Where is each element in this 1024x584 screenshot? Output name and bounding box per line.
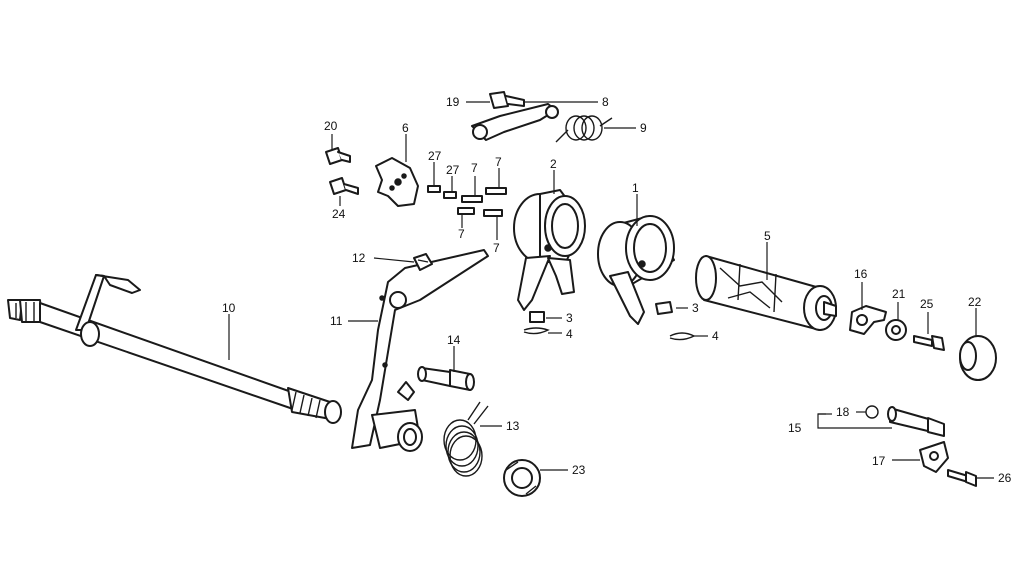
callout-3b: 3 — [692, 301, 699, 315]
callout-15: 15 — [788, 421, 802, 435]
part-16-plate — [849, 305, 887, 335]
callout-labels: 1 2 3 3 4 4 5 6 7 7 7 7 8 9 10 11 12 13 … — [222, 95, 1012, 485]
callout-4a: 4 — [566, 327, 573, 341]
callout-24: 24 — [332, 207, 346, 221]
part-8-stopper-arm — [471, 103, 559, 141]
part-1-shift-fork — [597, 215, 675, 325]
callout-7c: 7 — [458, 227, 465, 241]
part-10-shift-shaft — [7, 274, 342, 424]
part-13-return-spring — [443, 401, 489, 477]
callout-19: 19 — [446, 95, 460, 109]
part-4-cotter-pins — [523, 327, 696, 341]
part-14-pin — [417, 366, 475, 391]
part-21-washer — [885, 319, 907, 341]
part-26-bolt — [947, 469, 977, 487]
callout-26: 26 — [998, 471, 1012, 485]
part-12-stopper — [413, 253, 433, 271]
callout-3a: 3 — [566, 311, 573, 325]
callout-10: 10 — [222, 301, 236, 315]
callout-12: 12 — [352, 251, 366, 265]
part-7-pins — [457, 187, 507, 217]
callout-20: 20 — [324, 119, 338, 133]
part-6-drum-cam — [375, 157, 419, 207]
callout-14: 14 — [447, 333, 461, 347]
callout-8: 8 — [602, 95, 609, 109]
part-3-guide-pins — [529, 301, 673, 323]
callout-17: 17 — [872, 454, 886, 468]
callout-2: 2 — [550, 157, 557, 171]
callout-6: 6 — [402, 121, 409, 135]
part-23-oil-seal — [503, 459, 541, 497]
part-15-shaft — [887, 406, 945, 437]
callout-18: 18 — [836, 405, 850, 419]
callout-7b: 7 — [495, 155, 502, 169]
callout-7d: 7 — [493, 241, 500, 255]
part-2-shift-fork — [513, 189, 586, 311]
callout-4b: 4 — [712, 329, 719, 343]
part-19-bolt — [489, 91, 525, 109]
leader-lines — [228, 101, 994, 479]
part-25-bolt — [913, 335, 945, 351]
part-5-shift-drum — [695, 255, 837, 331]
callout-16: 16 — [854, 267, 868, 281]
callout-7a: 7 — [471, 161, 478, 175]
callout-23: 23 — [572, 463, 586, 477]
part-24-screw — [329, 177, 359, 195]
callout-27a: 27 — [428, 149, 442, 163]
callout-5: 5 — [764, 229, 771, 243]
callout-22: 22 — [968, 295, 982, 309]
part-22-cap — [959, 335, 997, 381]
callout-11: 11 — [330, 314, 343, 328]
callout-27b: 27 — [446, 163, 460, 177]
part-18-circlip — [865, 405, 879, 419]
callout-13: 13 — [506, 419, 520, 433]
callout-1: 1 — [632, 181, 639, 195]
part-17-plate — [919, 441, 949, 473]
callout-25: 25 — [920, 297, 934, 311]
part-9-stopper-spring — [555, 115, 613, 143]
part-11-shift-arm — [351, 249, 489, 452]
callout-21: 21 — [892, 287, 906, 301]
part-20-screw — [325, 147, 351, 165]
callout-9: 9 — [640, 121, 647, 135]
